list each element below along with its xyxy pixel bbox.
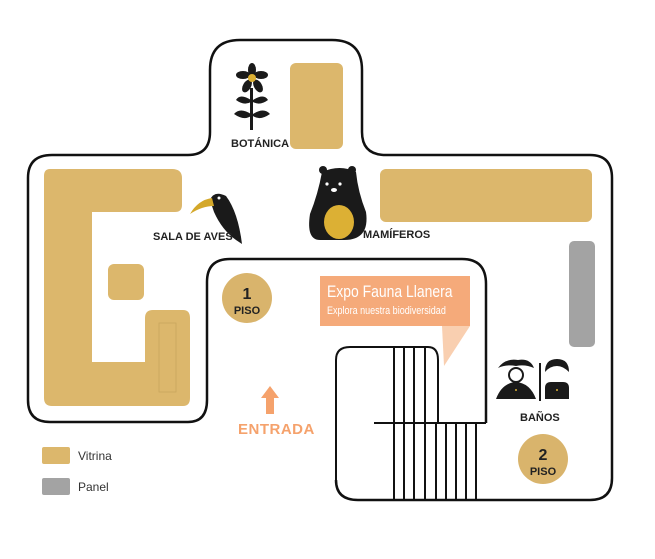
vitrina-botanica[interactable] [290, 63, 343, 149]
staircase [335, 346, 486, 500]
floor-1-marker[interactable]: 1 PISO [222, 273, 272, 323]
sign-title: Expo Fauna Llanera [327, 282, 453, 301]
arrow-up-icon [261, 386, 279, 414]
panel-aves [158, 322, 177, 393]
outer-wall [26, 38, 614, 502]
vitrina-aves-small[interactable] [108, 264, 144, 300]
label-mamiferos: MAMÍFEROS [363, 228, 430, 241]
legend-swatch-vitrina [42, 447, 70, 464]
vitrina-mamiferos[interactable] [380, 169, 592, 222]
toucan-icon [190, 193, 242, 244]
vitrinas [44, 63, 592, 406]
label-botanica: BOTÁNICA [231, 137, 289, 150]
label-banos: BAÑOS [520, 411, 560, 424]
panel[interactable] [569, 241, 595, 347]
exhibition-sign: Expo Fauna Llanera Explora nuestra biodi… [320, 276, 470, 326]
svg-text:PISO: PISO [234, 305, 261, 317]
restroom-icon [496, 359, 569, 401]
left-wall [26, 257, 488, 424]
legend-label: Vitrina [78, 448, 112, 463]
svg-text:1: 1 [243, 286, 252, 303]
label-aves: SALA DE AVES [153, 231, 233, 243]
floor-2-marker[interactable]: 2 PISO [518, 434, 568, 484]
legend-vitrina: Vitrina [42, 447, 112, 464]
legend-label: Panel [78, 479, 109, 494]
svg-text:2: 2 [539, 447, 548, 464]
svg-text:PISO: PISO [530, 466, 557, 478]
sign-subtitle: Explora nuestra biodiversidad [327, 305, 446, 317]
vitrina-aves-main[interactable] [44, 169, 190, 406]
sign-pointer [442, 326, 470, 366]
flower-icon [234, 63, 270, 130]
bear-icon [309, 166, 367, 240]
legend-panel: Panel [42, 478, 109, 495]
legend-swatch-panel [42, 478, 70, 495]
entrance-label[interactable]: ENTRADA [238, 421, 315, 438]
